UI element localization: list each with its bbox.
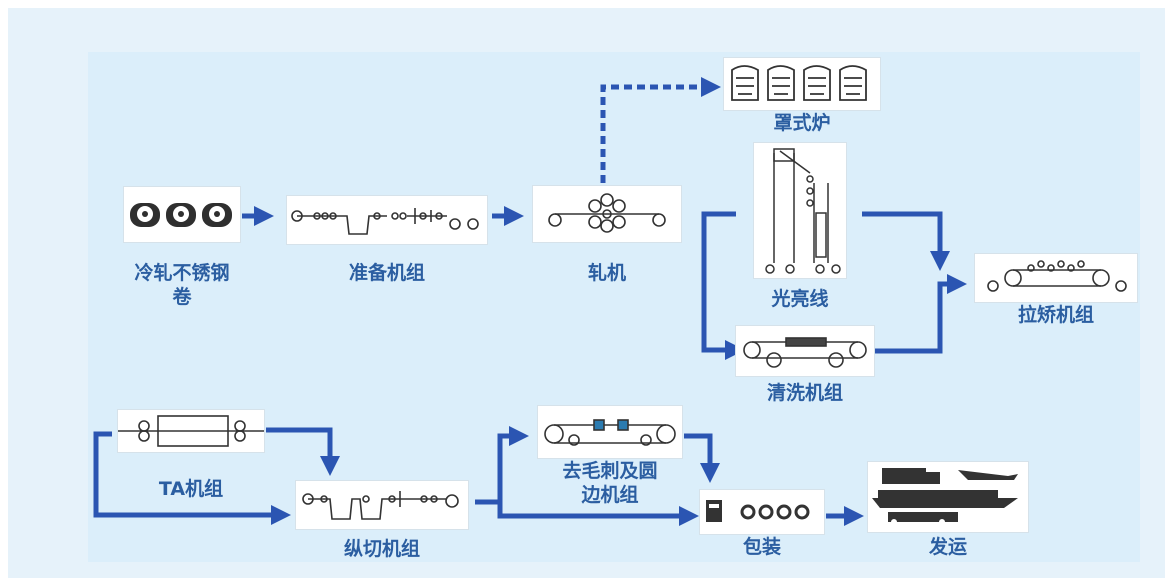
leveler-image [975, 254, 1137, 302]
arrow-mill-to-bright-and-cleaning [701, 211, 745, 360]
bell-furnace-image [724, 58, 880, 110]
packing-icon [706, 500, 810, 522]
arrow-bright-to-leveler [862, 211, 950, 271]
slitting-line-image [296, 481, 468, 529]
packing-image [700, 490, 824, 534]
coil-image [124, 187, 240, 242]
mill-label: 轧机 [587, 262, 626, 284]
deburr-label-line2: 边机组 [581, 484, 639, 506]
slitting-label: 纵切机组 [343, 538, 420, 560]
packing-label: 包装 [742, 536, 781, 558]
prep-label: 准备机组 [348, 262, 425, 284]
slitting-line-icon [302, 491, 459, 520]
cleaning-line-image [736, 326, 874, 376]
coil-label-line1: 冷轧不锈钢 [134, 262, 230, 284]
cleaning-label: 清洗机组 [766, 382, 843, 404]
deburr-label-line1: 去毛刺及圆 [562, 460, 658, 482]
coil-label-line2: 卷 [172, 286, 192, 308]
shipping-image [868, 462, 1028, 532]
arrow-ta-to-slitting [266, 427, 340, 476]
deburr-line-icon [544, 419, 676, 446]
cleaning-line-icon [743, 337, 867, 368]
deburr-line-image [538, 406, 682, 458]
ta-line-icon [118, 415, 264, 447]
arrow-deburr-to-packing [684, 433, 720, 483]
arrow-slitting-to-packing [497, 502, 699, 526]
arrow-slitting-to-deburr-and-packing [475, 426, 529, 505]
ta-line-image [118, 410, 264, 452]
mill-image [533, 186, 681, 242]
vertical-furnace-icon [765, 148, 841, 274]
shipping-label: 发运 [928, 536, 967, 558]
ta-label: TA机组 [158, 478, 224, 500]
steel-coil-icon [130, 203, 232, 227]
prep-line-image [287, 196, 487, 244]
shipping-icon [872, 468, 1018, 525]
arrow-mill-to-furnace [600, 77, 721, 183]
arrow-cleaning-to-leveler [874, 274, 967, 354]
bright-line-label: 光亮线 [771, 288, 829, 310]
bright-line-image [754, 143, 846, 278]
rolling-mill-icon [548, 193, 666, 233]
bell-furnace-label: 罩式炉 [773, 112, 831, 134]
process-line-icon [291, 208, 479, 235]
furnace-icon [731, 65, 867, 101]
leveler-icon [987, 260, 1127, 292]
leveler-label: 拉矫机组 [1017, 304, 1094, 326]
